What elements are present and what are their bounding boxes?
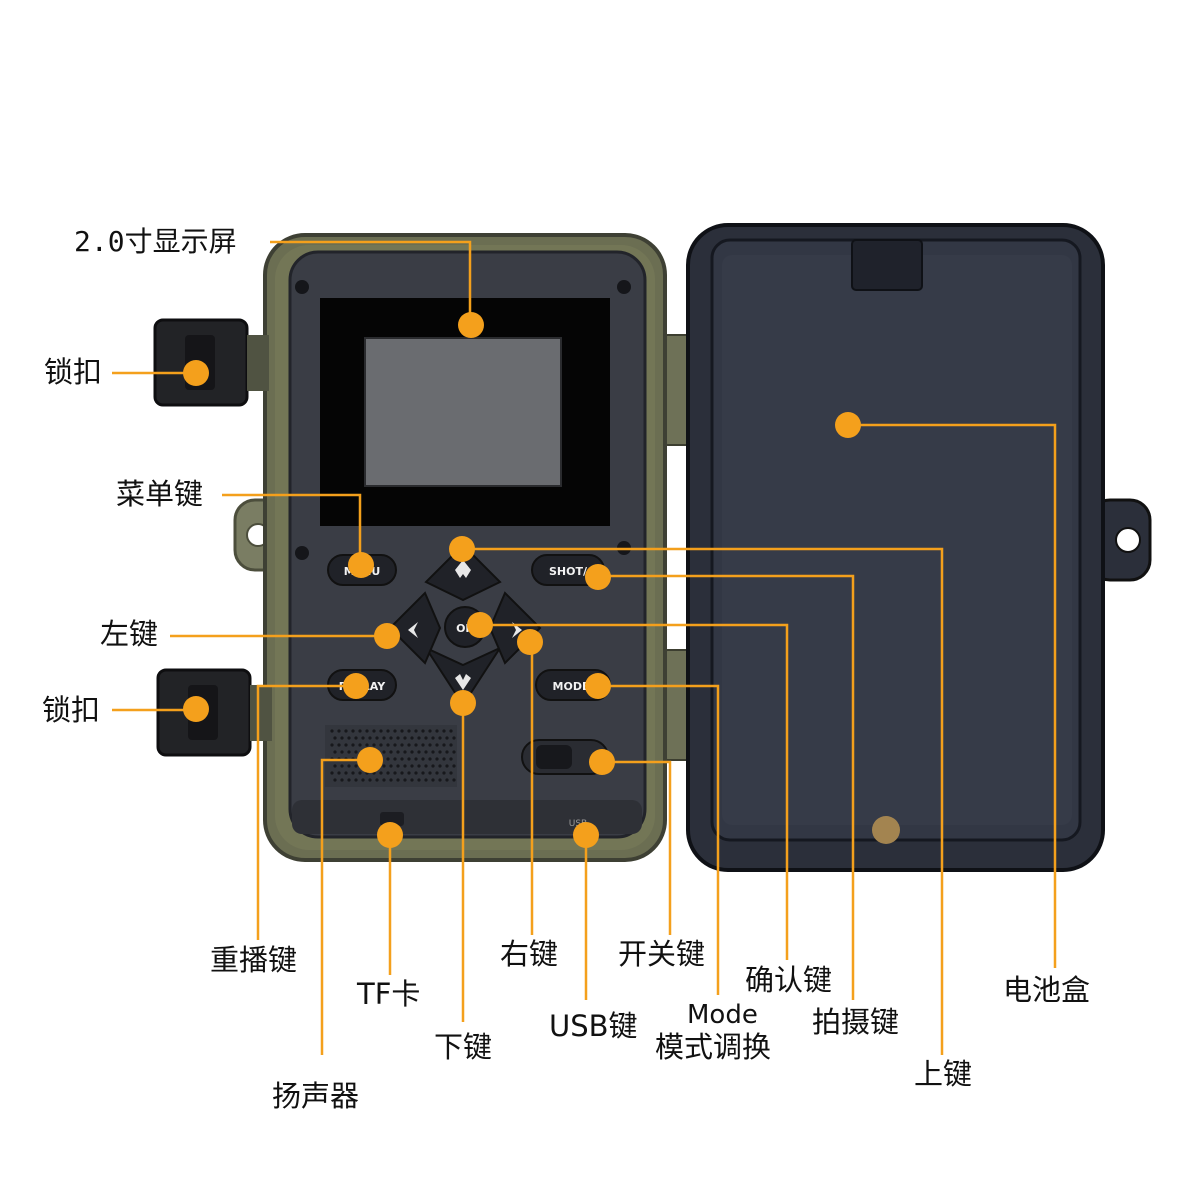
marker-battery-box	[835, 412, 861, 438]
label-speaker: 扬声器	[272, 1079, 360, 1113]
label-down-key: 下键	[434, 1030, 493, 1064]
marker-menu-key	[348, 552, 374, 578]
label-up-key: 上键	[914, 1057, 973, 1091]
latch-top	[153, 318, 269, 407]
label-shot-key: 拍摄键	[812, 1005, 900, 1039]
label-lock-top: 锁扣	[44, 355, 103, 389]
marker-ok-key	[467, 612, 493, 638]
label-mode-en: Mode	[687, 1000, 758, 1030]
label-replay-key: 重播键	[210, 943, 298, 977]
marker-replay-key	[343, 673, 369, 699]
marker-left-key	[374, 623, 400, 649]
mode-button-text: MODE/	[553, 680, 595, 693]
latch-bottom	[156, 668, 272, 757]
label-lock-bottom: 锁扣	[42, 693, 101, 727]
marker-power-switch	[589, 749, 615, 775]
marker-dots	[183, 312, 861, 848]
marker-screen	[458, 312, 484, 338]
marker-mode-key	[585, 673, 611, 699]
label-usb-key: USB键	[549, 1009, 638, 1043]
marker-right-key	[517, 629, 543, 655]
label-screen: 2.0寸显示屏	[74, 225, 237, 258]
shot-button-text: SHOT/	[549, 565, 588, 578]
label-battery-box: 电池盒	[1003, 973, 1091, 1007]
label-right-key: 右键	[500, 937, 559, 971]
label-ok-key: 确认键	[745, 963, 833, 997]
speaker-grille	[325, 725, 457, 787]
marker-speaker	[357, 747, 383, 773]
usb-port-text: USB	[569, 819, 587, 829]
label-mode-cn: 模式调换	[655, 1030, 772, 1064]
display-screen	[320, 298, 610, 526]
marker-lock-bottom	[183, 696, 209, 722]
marker-tf-card	[377, 822, 403, 848]
label-menu-key: 菜单键	[116, 477, 204, 511]
label-power-switch: 开关键	[618, 937, 706, 971]
leader-lines	[112, 240, 1057, 1055]
marker-up-key	[449, 536, 475, 562]
marker-lock-top	[183, 360, 209, 386]
battery-door	[686, 223, 1152, 872]
marker-down-key	[450, 690, 476, 716]
label-left-key: 左键	[100, 617, 159, 651]
label-tf-card: TF卡	[357, 977, 421, 1011]
marker-usb-key	[573, 822, 599, 848]
marker-shot-key	[585, 564, 611, 590]
power-switch: USB	[521, 739, 609, 829]
